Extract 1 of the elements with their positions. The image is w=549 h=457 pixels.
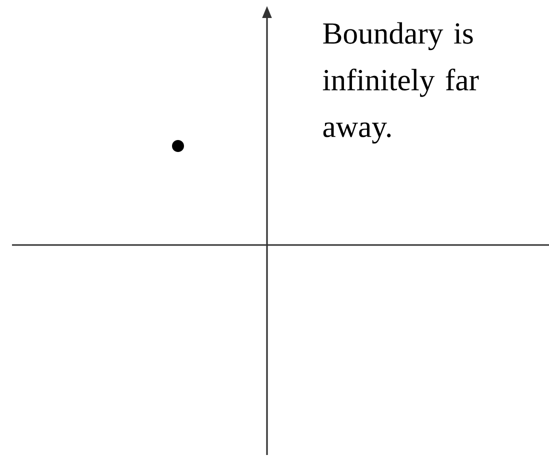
note-text: Boundary is infinitely far away. xyxy=(322,22,479,144)
